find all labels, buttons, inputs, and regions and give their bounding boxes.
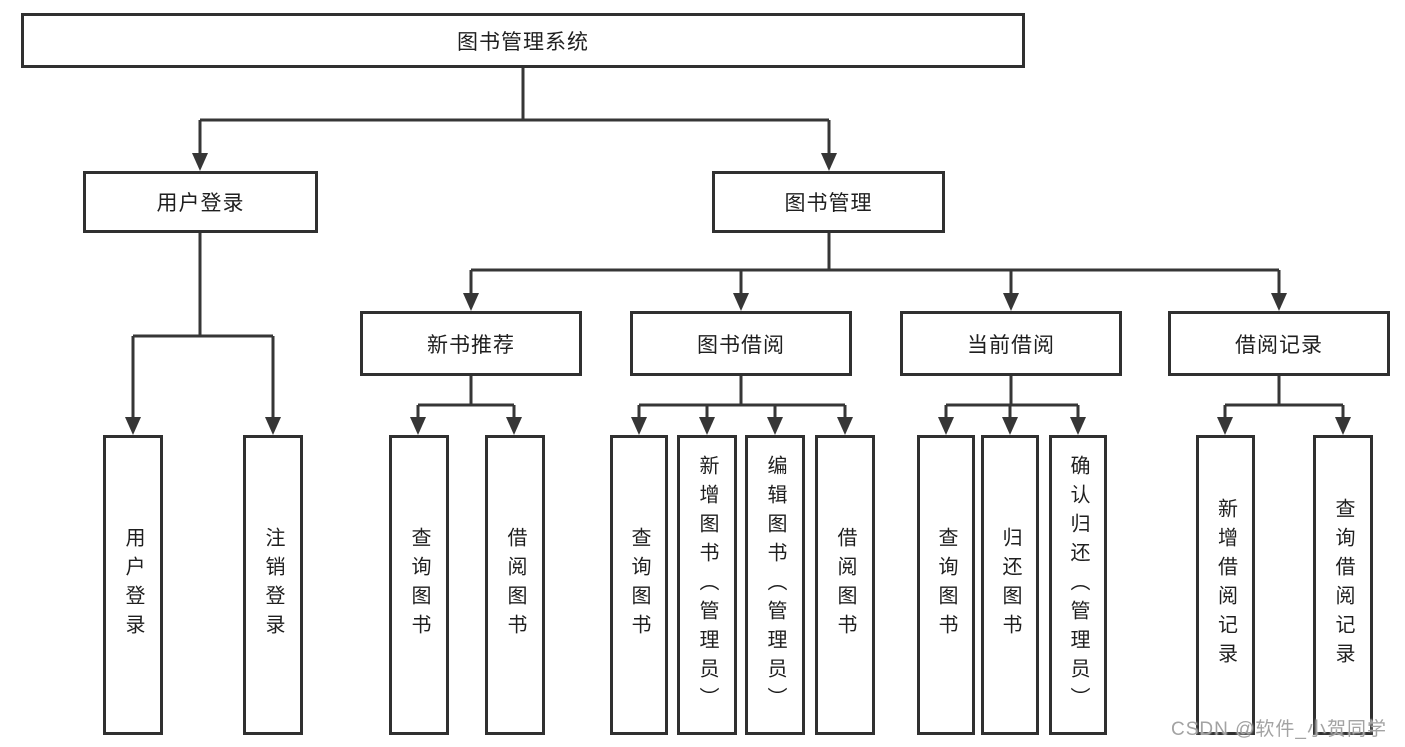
- arrowhead-icon: [1217, 417, 1233, 435]
- arrowhead-icon: [463, 293, 479, 311]
- node-user-login: 用户登录: [83, 171, 318, 233]
- csdn-watermark: CSDN @软件_小贺同学: [1171, 719, 1387, 740]
- node-label: 借阅图书: [504, 527, 526, 643]
- node-label: 注销登录: [262, 527, 284, 643]
- node-label: 查询图书: [935, 527, 957, 643]
- arrowhead-icon: [1271, 293, 1287, 311]
- arrowhead-icon: [767, 417, 783, 435]
- node-label: 借阅记录: [1235, 333, 1323, 357]
- node-new-book-recommendation: 新书推荐: [360, 311, 582, 376]
- leaf-return-books: 归还图书: [981, 435, 1039, 735]
- leaf-confirm-return-admin: 确认归还（管理员）: [1049, 435, 1107, 735]
- node-label: 查询图书: [408, 527, 430, 643]
- leaf-add-books-admin: 新增图书（管理员）: [677, 435, 737, 735]
- leaf-edit-books-admin: 编辑图书（管理员）: [745, 435, 805, 735]
- node-label: 当前借阅: [967, 333, 1055, 357]
- arrowhead-icon: [125, 417, 141, 435]
- arrowhead-icon: [631, 417, 647, 435]
- arrowhead-icon: [733, 293, 749, 311]
- arrowhead-icon: [410, 417, 426, 435]
- node-label: 借阅图书: [834, 527, 856, 643]
- node-book-management: 图书管理: [712, 171, 945, 233]
- leaf-user-login: 用户登录: [103, 435, 163, 735]
- node-label: 确认归还（管理员）: [1067, 454, 1089, 716]
- node-label: 用户登录: [156, 192, 245, 215]
- arrowhead-icon: [265, 417, 281, 435]
- arrowhead-icon: [506, 417, 522, 435]
- node-label: 编辑图书（管理员）: [764, 454, 786, 716]
- leaf-borrow-books-recommend: 借阅图书: [485, 435, 545, 735]
- arrowhead-icon: [938, 417, 954, 435]
- arrowhead-icon: [1335, 417, 1351, 435]
- node-label: 查询图书: [628, 527, 650, 643]
- node-label: 新书推荐: [427, 333, 515, 357]
- arrowhead-icon: [699, 417, 715, 435]
- arrowhead-icon: [1002, 417, 1018, 435]
- node-label: 图书管理: [784, 192, 873, 215]
- leaf-add-borrow-record: 新增借阅记录: [1196, 435, 1255, 735]
- leaf-borrow-books: 借阅图书: [815, 435, 875, 735]
- leaf-search-books-borrowing: 查询图书: [610, 435, 668, 735]
- node-borrowing-records: 借阅记录: [1168, 311, 1390, 376]
- node-book-borrowing: 图书借阅: [630, 311, 852, 376]
- node-label: 图书管理系统: [457, 30, 589, 54]
- arrowhead-icon: [837, 417, 853, 435]
- leaf-search-books-recommend: 查询图书: [389, 435, 449, 735]
- arrowhead-icon: [1070, 417, 1086, 435]
- node-current-borrowing: 当前借阅: [900, 311, 1122, 376]
- leaf-logout: 注销登录: [243, 435, 303, 735]
- node-label: 归还图书: [999, 527, 1021, 643]
- node-library-management-system: 图书管理系统: [21, 13, 1025, 68]
- arrowhead-icon: [1003, 293, 1019, 311]
- node-label: 查询借阅记录: [1332, 498, 1354, 672]
- arrowhead-icon: [192, 153, 208, 171]
- arrowhead-icon: [821, 153, 837, 171]
- node-label: 新增借阅记录: [1214, 498, 1237, 672]
- leaf-search-books-current: 查询图书: [917, 435, 975, 735]
- node-label: 用户登录: [122, 527, 144, 643]
- leaf-search-borrow-record: 查询借阅记录: [1313, 435, 1373, 735]
- node-label: 图书借阅: [697, 333, 785, 357]
- node-label: 新增图书（管理员）: [696, 454, 718, 716]
